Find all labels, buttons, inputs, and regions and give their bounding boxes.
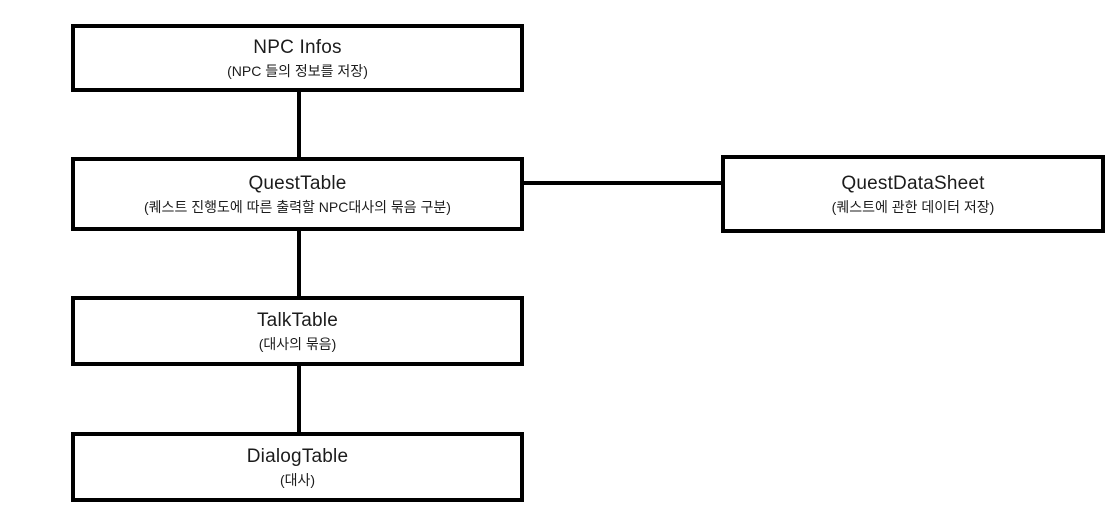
node-npc-infos-title: NPC Infos xyxy=(253,36,342,58)
node-talk-table-subtitle: (대사의 묶음) xyxy=(258,335,337,352)
connector-npc-infos-to-quest-table xyxy=(297,88,301,161)
connector-quest-table-to-talk-table xyxy=(297,227,301,300)
node-talk-table[interactable]: TalkTable (대사의 묶음) xyxy=(71,296,524,366)
node-quest-table-title: QuestTable xyxy=(248,172,347,194)
node-dialog-table-title: DialogTable xyxy=(246,445,349,467)
connector-talk-table-to-dialog-table xyxy=(297,362,301,436)
connector-quest-table-to-quest-datasheet xyxy=(520,181,725,185)
node-talk-table-title: TalkTable xyxy=(256,309,338,331)
node-npc-infos[interactable]: NPC Infos (NPC 들의 정보를 저장) xyxy=(71,24,524,92)
node-quest-datasheet-subtitle: (퀘스트에 관한 데이터 저장) xyxy=(831,198,995,215)
node-dialog-table[interactable]: DialogTable (대사) xyxy=(71,432,524,502)
node-npc-infos-subtitle: (NPC 들의 정보를 저장) xyxy=(227,62,368,79)
node-quest-datasheet-title: QuestDataSheet xyxy=(841,172,985,194)
node-dialog-table-subtitle: (대사) xyxy=(279,471,316,488)
node-quest-table[interactable]: QuestTable (퀘스트 진행도에 따른 출력할 NPC대사의 묶음 구분… xyxy=(71,157,524,231)
node-quest-datasheet[interactable]: QuestDataSheet (퀘스트에 관한 데이터 저장) xyxy=(721,155,1105,233)
node-quest-table-subtitle: (퀘스트 진행도에 따른 출력할 NPC대사의 묶음 구분) xyxy=(144,198,451,215)
